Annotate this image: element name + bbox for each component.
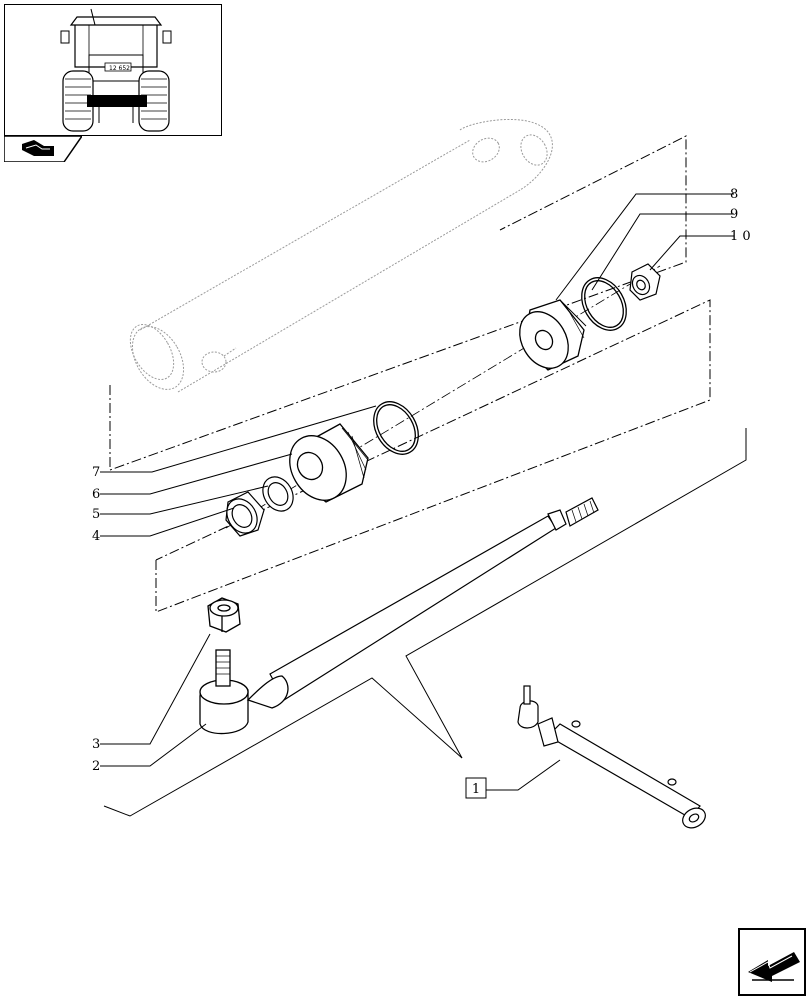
callout-1-box [465, 777, 487, 799]
tractor-thumbnail: 12 652 [4, 4, 222, 136]
callout-2: 2 [92, 759, 100, 774]
callout-9: 9 [730, 207, 738, 222]
piston-rod [269, 497, 599, 701]
dashed-frame-bottom [155, 299, 711, 613]
part-6-gland [289, 423, 369, 503]
part-4-wiper [225, 491, 265, 537]
arrow-next-page-icon[interactable] [738, 928, 806, 996]
part-5-bushing [262, 476, 294, 512]
leader-lines [100, 193, 734, 791]
part-9-oring [581, 277, 627, 331]
callout-7: 7 [92, 465, 100, 480]
callout-4: 4 [92, 529, 100, 544]
callout-6: 6 [92, 487, 100, 502]
part-2-tie-rod-end [199, 649, 289, 735]
callout-8: 8 [730, 187, 738, 202]
callout-1: 1 [472, 782, 480, 797]
callout-5: 5 [92, 507, 100, 522]
part-3-nut [207, 597, 241, 633]
dashed-frame-top [109, 135, 687, 471]
part-10-nut [629, 263, 661, 301]
part-8-piston [519, 299, 587, 371]
callout-10: 1 0 [730, 229, 751, 244]
book-tab-icon[interactable] [3, 135, 84, 163]
thumbnail-plate: 12 652 [109, 65, 130, 72]
assembled-cylinder [517, 685, 706, 829]
part-7-oring [373, 401, 419, 455]
callout-3: 3 [92, 737, 100, 752]
phantom-cylinder [129, 119, 553, 393]
